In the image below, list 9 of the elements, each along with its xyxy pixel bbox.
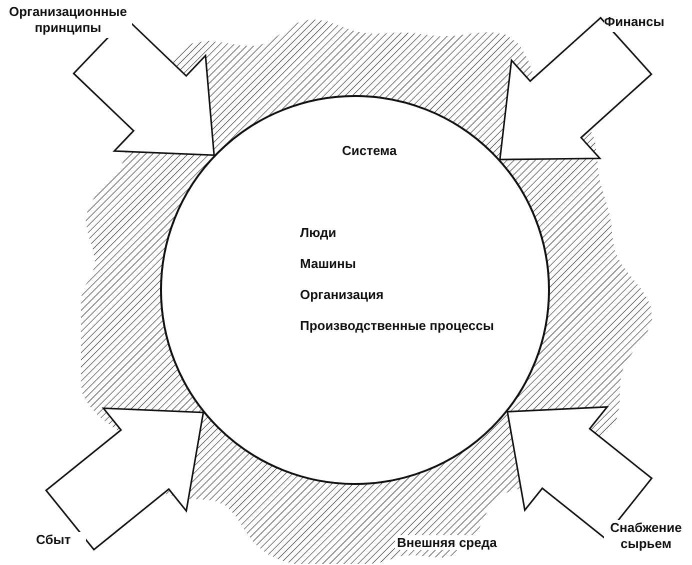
block-arrow [44, 407, 204, 551]
list-item: Машины [298, 256, 358, 271]
block-arrow [506, 406, 653, 539]
list-item: Люди [298, 225, 338, 240]
list-item: Производственные процессы [298, 318, 496, 333]
area-label: Внешняя среда [395, 535, 499, 550]
block-arrow [499, 16, 653, 160]
circle-title: Система [340, 143, 399, 158]
list-item: Организация [298, 287, 386, 302]
